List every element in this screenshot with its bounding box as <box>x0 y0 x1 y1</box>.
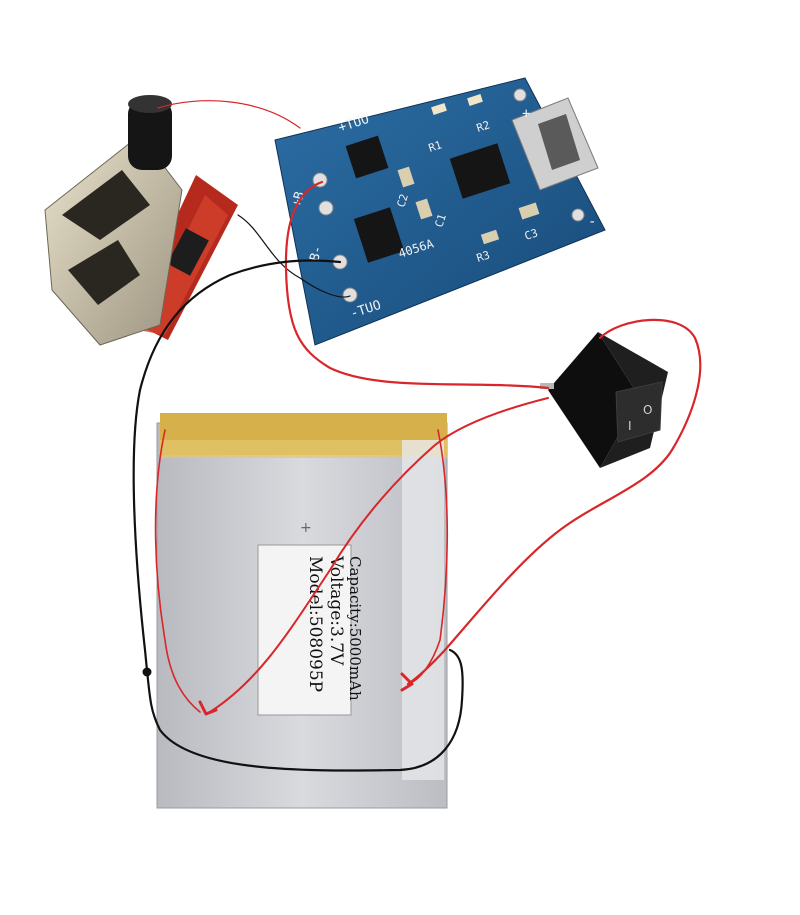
led-1 <box>431 103 447 115</box>
label-r3: R3 <box>475 248 492 264</box>
switch-housing-front <box>598 332 668 468</box>
switch-on-mark: O <box>643 403 652 417</box>
label-c3: C3 <box>523 226 540 242</box>
switch-off-mark: I <box>628 419 632 433</box>
arrow-red-left <box>198 700 218 716</box>
wire-red-switch-to-battery <box>406 318 702 686</box>
usb-boost-module <box>44 95 238 346</box>
smd-4 <box>480 229 500 245</box>
usb-socket-opening-top <box>62 170 150 240</box>
battery-model-text: Model:508095P <box>305 556 325 692</box>
rocker-switch: O I <box>540 332 668 468</box>
smd-2 <box>415 198 433 220</box>
label-c1: C1 <box>432 212 448 229</box>
battery-lead-right <box>407 429 449 685</box>
wire-red-bplus-to-switch <box>284 180 550 390</box>
label-in-plus: + <box>522 106 530 122</box>
wire-red-switch-to-battery-left <box>209 397 549 713</box>
pad-in-plus <box>513 88 527 102</box>
protection-ic <box>353 207 405 263</box>
wire-red-boost-to-board <box>157 100 301 129</box>
smd-1 <box>397 166 415 188</box>
battery-label-card <box>257 544 352 716</box>
led-2 <box>467 94 483 106</box>
switch-rocker <box>615 381 663 443</box>
label-c2: C2 <box>394 192 410 209</box>
micro-usb-slot <box>538 114 580 170</box>
wire-black-boost-to-board <box>237 214 351 298</box>
switch-terminal <box>540 383 554 389</box>
switch-housing-side <box>548 332 640 468</box>
battery-label: Model:508095P Voltage:3.7V Capacity:5000… <box>257 544 364 716</box>
battery-capacity-text: Capacity:5000mAh <box>346 556 364 701</box>
pad-b-plus <box>318 200 334 216</box>
charger-board: +TUO +B B- -TUO 4056A R2 R3 C3 R1 C2 C1 <box>274 77 606 346</box>
charger-ic <box>449 143 511 199</box>
pad-out-minus <box>342 287 358 303</box>
inductor-top <box>128 95 172 113</box>
mosfet-ic <box>345 135 389 179</box>
battery-bottom-strip <box>402 440 444 780</box>
label-r1: R1 <box>427 138 444 154</box>
label-r2: R2 <box>475 118 492 134</box>
arrow-red-right <box>400 672 414 692</box>
label-in-minus: - <box>588 214 596 230</box>
battery-voltage-text: Voltage:3.7V <box>326 555 346 666</box>
battery-top-edge <box>160 440 447 458</box>
battery-corner-mark: + <box>300 520 312 536</box>
label-b-minus: B- <box>307 244 326 263</box>
wires <box>132 100 702 772</box>
wire-black-bminus-loop <box>132 259 464 772</box>
lipo-battery: + Model:508095P Voltage:3.7V Capacity:50… <box>156 413 448 809</box>
wire-black-joint <box>142 667 152 677</box>
micro-usb-port <box>511 97 599 191</box>
pad-in-minus <box>571 208 585 222</box>
boost-chip <box>167 228 209 276</box>
usb-socket-opening-bottom <box>68 240 140 305</box>
inductor <box>128 100 172 170</box>
smd-3 <box>518 202 540 220</box>
battery-lead-left <box>154 429 201 713</box>
